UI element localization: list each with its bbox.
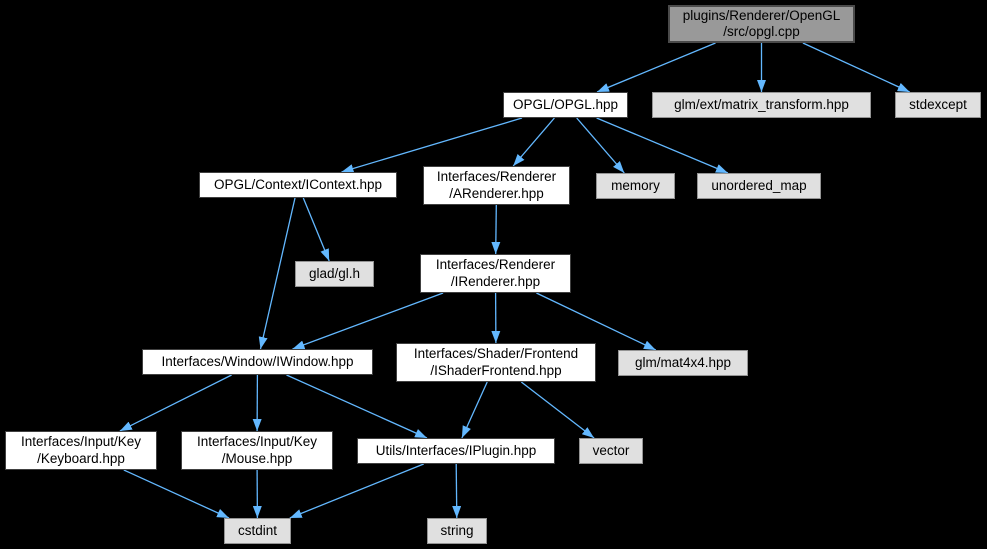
graph-node-irenderer[interactable]: Interfaces/Renderer /IRenderer.hpp <box>420 254 571 293</box>
edge-opgl_cpp-opgl_hpp <box>596 42 716 93</box>
graph-node-opgl_cpp: plugins/Renderer/OpenGL /src/opgl.cpp <box>668 5 855 43</box>
graph-node-arenderer[interactable]: Interfaces/Renderer /ARenderer.hpp <box>423 166 570 205</box>
graph-node-matrix_transform: glm/ext/matrix_transform.hpp <box>652 92 871 118</box>
graph-node-string: string <box>427 518 487 544</box>
edge-irenderer-iwindow <box>292 292 444 350</box>
graph-node-icontext[interactable]: OPGL/Context/IContext.hpp <box>199 172 397 198</box>
graph-node-memory: memory <box>596 173 675 199</box>
edge-opgl_hpp-unordered_map <box>596 117 729 174</box>
graph-node-glad_gl: glad/gl.h <box>295 261 374 287</box>
edge-icontext-glad_gl <box>302 197 330 262</box>
edge-opgl_hpp-icontext <box>341 117 523 173</box>
graph-node-unordered_map: unordered_map <box>697 173 821 199</box>
graph-node-iplugin[interactable]: Utils/Interfaces/IPlugin.hpp <box>357 438 555 464</box>
graph-node-vector: vector <box>579 438 643 464</box>
edge-ishader-vector <box>520 381 595 439</box>
graph-node-mat4x4: glm/mat4x4.hpp <box>618 350 748 376</box>
graph-node-opgl_hpp[interactable]: OPGL/OPGL.hpp <box>503 92 628 118</box>
edge-iplugin-cstdint <box>289 463 424 519</box>
graph-node-keyboard[interactable]: Interfaces/Input/Key /Keyboard.hpp <box>5 431 157 470</box>
edge-iwindow-iplugin <box>286 374 428 439</box>
edge-iplugin-string <box>452 463 462 519</box>
graph-node-stdexcept: stdexcept <box>895 92 981 118</box>
graph-node-mouse[interactable]: Interfaces/Input/Key /Mouse.hpp <box>181 431 333 470</box>
graph-node-cstdint: cstdint <box>224 518 291 544</box>
edge-arenderer-irenderer <box>491 204 501 255</box>
edge-opgl_hpp-arenderer <box>512 117 555 167</box>
graph-node-iwindow[interactable]: Interfaces/Window/IWindow.hpp <box>142 349 373 375</box>
graph-node-ishader[interactable]: Interfaces/Shader/Frontend /IShaderFront… <box>396 343 596 382</box>
edge-icontext-iwindow <box>258 197 296 350</box>
edge-irenderer-mat4x4 <box>536 292 657 351</box>
edge-keyboard-cstdint <box>123 469 230 519</box>
edge-opgl_cpp-stdexcept <box>802 42 910 93</box>
edge-ishader-iplugin <box>461 381 488 439</box>
edge-opgl_hpp-memory <box>576 117 625 174</box>
edge-iwindow-keyboard <box>119 374 232 432</box>
